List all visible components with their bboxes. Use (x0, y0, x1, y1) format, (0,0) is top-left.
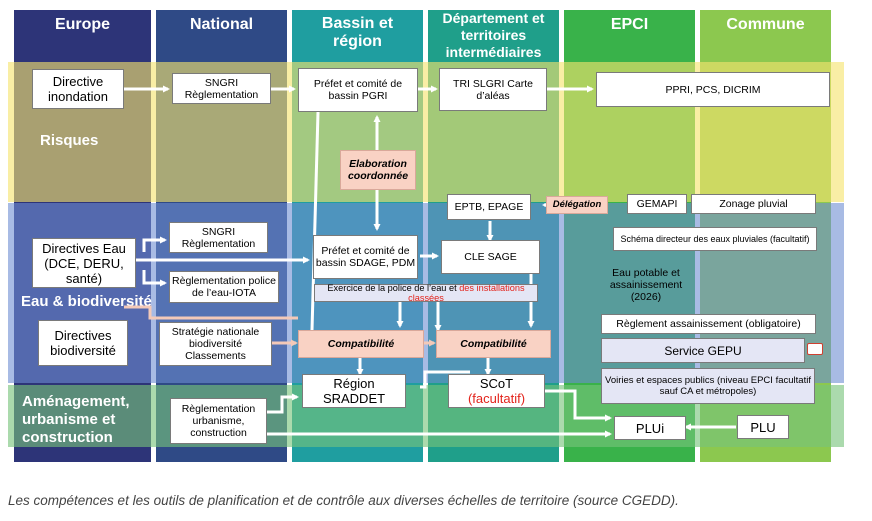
box-region-sraddet: Région SRADDET (302, 374, 406, 408)
box-delegation: Délégation (546, 196, 608, 214)
box-police-iota: Règlementation police de l’eau-IOTA (169, 271, 279, 303)
scot-label: SCoT (479, 376, 514, 391)
box-cle-sage: CLE SAGE (441, 240, 540, 274)
row-label-eau: Eau & biodiversité (21, 293, 152, 310)
header-epci: EPCI (610, 16, 649, 33)
box-compatibilite-2: Compatibilité (436, 330, 551, 358)
box-reglement-assainissement: Règlement assainissement (obligatoire) (601, 314, 816, 334)
box-sngri-reglementation-1: SNGRI Règlementation (172, 73, 271, 104)
figure-caption: Les compétences et les outils de planifi… (8, 493, 679, 508)
box-voiries: Voiries et espaces publics (niveau EPCI … (601, 368, 815, 404)
box-exercice-police: Exercice de la police de l’eau et des in… (314, 283, 538, 303)
speech-bubble-icon (807, 343, 823, 355)
header-bassin: Bassin et région (321, 15, 394, 50)
box-compatibilite-1: Compatibilité (298, 330, 424, 358)
box-strategie-nationale: Stratégie nationale biodiversité Classem… (159, 322, 272, 366)
box-schema-directeur: Schéma directeur des eaux pluviales (fac… (613, 227, 817, 251)
box-scot: SCoT (facultatif) (448, 374, 545, 408)
box-directives-eau: Directives Eau (DCE, DERU, santé) (32, 238, 136, 288)
header-departement: Département et territoires intermédiaire… (442, 10, 545, 60)
header-national: National (189, 16, 254, 33)
box-tri-slgri: TRI SLGRI Carte d’aléas (439, 68, 547, 111)
box-eau-potable: Eau potable et assainissement (2026) (609, 267, 683, 303)
box-directive-inondation: Directive inondation (32, 69, 124, 109)
box-eptb-epage: EPTB, EPAGE (447, 194, 531, 220)
box-gemapi: GEMAPI (627, 194, 687, 214)
box-prefet-pgri: Préfet et comité de bassin PGRI (298, 68, 418, 112)
box-elaboration-coordonnee: Elaboration coordonnée (340, 150, 416, 190)
box-sngri-reglementation-2: SNGRI Règlementation (169, 222, 268, 253)
police-text: Exercice de la police de l’eau et (327, 283, 460, 293)
police-text-red: des installations classées (408, 283, 525, 303)
box-directives-biodiversite: Directives biodiversité (38, 320, 128, 366)
row-label-risques: Risques (40, 132, 99, 149)
row-label-amenagement: Aménagement, urbanisme et construction (22, 393, 130, 446)
box-prefet-sdage: Préfet et comité de bassin SDAGE, PDM (313, 235, 418, 279)
box-ppri-pcs-dicrim: PPRI, PCS, DICRIM (596, 72, 830, 107)
header-commune: Commune (726, 16, 805, 33)
box-plui: PLUi (614, 416, 686, 440)
scot-facultatif: (facultatif) (467, 391, 526, 406)
box-zonage-pluvial: Zonage pluvial (691, 194, 816, 214)
box-reglementation-urbanisme: Règlementation urbanisme, construction (170, 398, 267, 444)
box-plu: PLU (737, 415, 789, 439)
box-service-gepu: Service GEPU (601, 338, 805, 363)
header-europe: Europe (54, 16, 111, 33)
